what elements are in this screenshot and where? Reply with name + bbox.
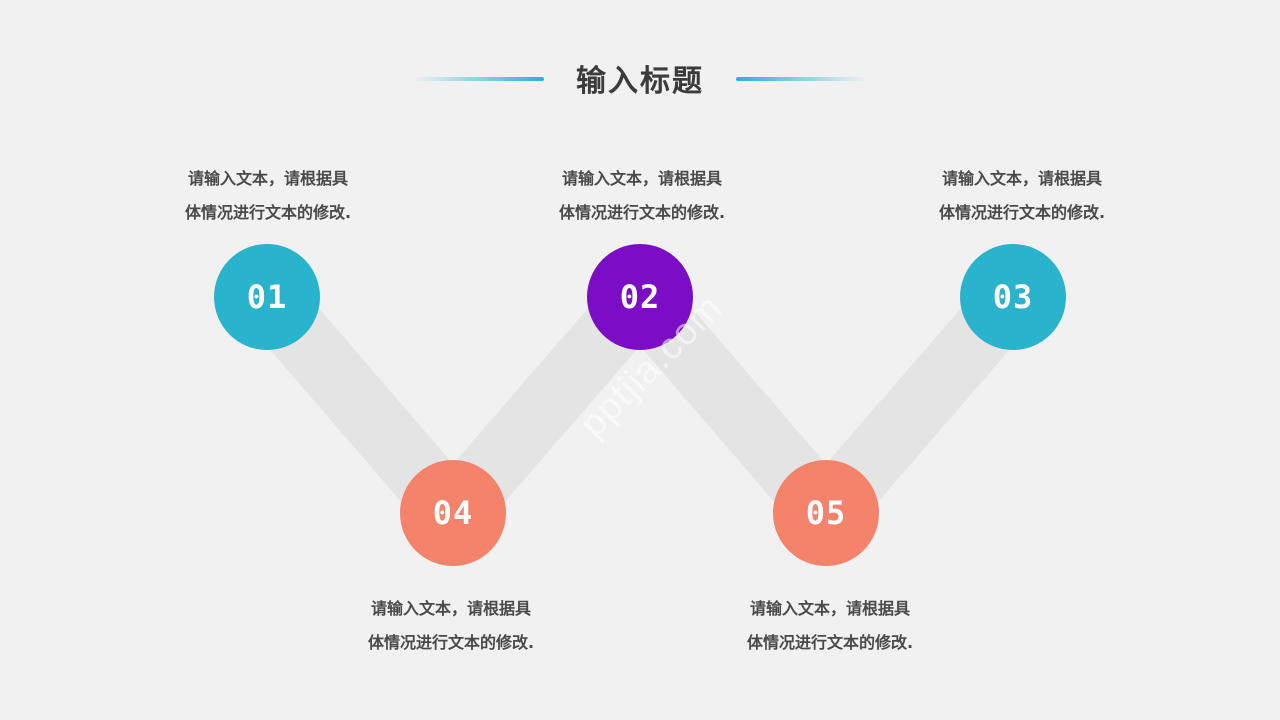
step-text-04: 请输入文本，请根据具 体情况进行文本的修改. (331, 592, 571, 660)
step-circle-03: 03 (960, 244, 1066, 350)
step-circle-01: 01 (214, 244, 320, 350)
step-text-line: 请输入文本，请根据具 (561, 169, 722, 188)
step-text-line: 体情况进行文本的修改. (938, 203, 1106, 222)
step-text-02: 请输入文本，请根据具 体情况进行文本的修改. (522, 162, 762, 230)
title-decor-line-left (412, 77, 544, 81)
step-text-line: 请输入文本，请根据具 (749, 599, 910, 618)
step-text-line: 请输入文本，请根据具 (370, 599, 531, 618)
step-circle-04: 04 (400, 460, 506, 566)
step-circle-02: 02 (587, 244, 693, 350)
title-decor-line-right (736, 77, 868, 81)
step-text-line: 体情况进行文本的修改. (746, 633, 914, 652)
step-text-05: 请输入文本，请根据具 体情况进行文本的修改. (710, 592, 950, 660)
page-title: 输入标题 (576, 64, 704, 99)
step-circle-05: 05 (773, 460, 879, 566)
step-text-01: 请输入文本，请根据具 体情况进行文本的修改. (148, 162, 388, 230)
step-text-line: 请输入文本，请根据具 (187, 169, 348, 188)
step-text-line: 体情况进行文本的修改. (558, 203, 726, 222)
step-text-line: 体情况进行文本的修改. (184, 203, 352, 222)
step-text-line: 请输入文本，请根据具 (941, 169, 1102, 188)
step-text-line: 体情况进行文本的修改. (367, 633, 535, 652)
step-text-03: 请输入文本，请根据具 体情况进行文本的修改. (902, 162, 1142, 230)
